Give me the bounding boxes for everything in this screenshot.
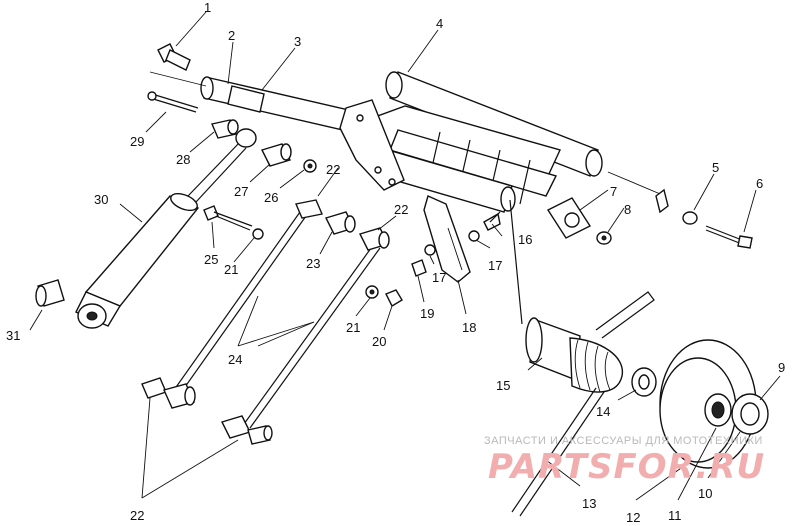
pin (147, 91, 199, 113)
torsion-spring-assembly (509, 199, 657, 517)
callout-16: 16 (518, 232, 532, 247)
callout-5: 5 (712, 160, 719, 175)
callout-11: 11 (668, 508, 682, 523)
fasteners (365, 211, 501, 307)
callout-1: 1 (204, 0, 211, 15)
callout-22c: 22 (130, 508, 144, 523)
callout-9: 9 (778, 360, 785, 375)
callout-4: 4 (436, 16, 443, 31)
bolt (157, 43, 191, 71)
right-fasteners (546, 188, 753, 249)
callout-25: 25 (204, 252, 218, 267)
callout-31: 31 (6, 328, 20, 343)
leader-lines (29, 11, 781, 501)
callout-22b: 22 (394, 202, 408, 217)
callout-22a: 22 (326, 162, 340, 177)
idler-wheel (659, 339, 769, 469)
watermark-caption: ЗАПЧАСТИ И АКСЕССУАРЫ ДЛЯ МОТОТЕХНИКИ (484, 435, 763, 447)
callout-17b: 17 (432, 270, 446, 285)
watermark-logo: PARTSFOR.RU (488, 447, 765, 487)
linkage-rods (141, 199, 390, 445)
callout-10: 10 (698, 486, 712, 501)
callout-labels: 1 2 3 4 5 6 7 8 9 10 11 12 13 14 15 16 1… (6, 0, 785, 525)
callout-26: 26 (264, 190, 278, 205)
bushings (211, 119, 317, 173)
callout-13: 13 (582, 496, 596, 511)
shock-absorber (75, 128, 257, 329)
bolt-25 (203, 205, 264, 240)
callout-3: 3 (294, 34, 301, 49)
callout-15: 15 (496, 378, 510, 393)
callout-18: 18 (462, 320, 476, 335)
callout-20: 20 (372, 334, 386, 349)
callout-12: 12 (626, 510, 640, 525)
callout-23: 23 (306, 256, 320, 271)
bushing-31 (35, 279, 65, 307)
watermark: ЗАПЧАСТИ И АКСЕССУАРЫ ДЛЯ МОТОТЕХНИКИ PA… (484, 435, 765, 487)
callout-29: 29 (130, 134, 144, 149)
callout-27: 27 (234, 184, 248, 199)
callout-8: 8 (624, 202, 631, 217)
callout-6: 6 (756, 176, 763, 191)
callout-24: 24 (228, 352, 242, 367)
callout-17a: 17 (488, 258, 502, 273)
callout-14: 14 (596, 404, 610, 419)
callout-7: 7 (610, 184, 617, 199)
callout-28: 28 (176, 152, 190, 167)
callout-30: 30 (94, 192, 108, 207)
callout-19: 19 (420, 306, 434, 321)
callout-2: 2 (228, 28, 235, 43)
callout-21b: 21 (224, 262, 238, 277)
callout-21a: 21 (346, 320, 360, 335)
rear-arm-frame (339, 99, 561, 283)
